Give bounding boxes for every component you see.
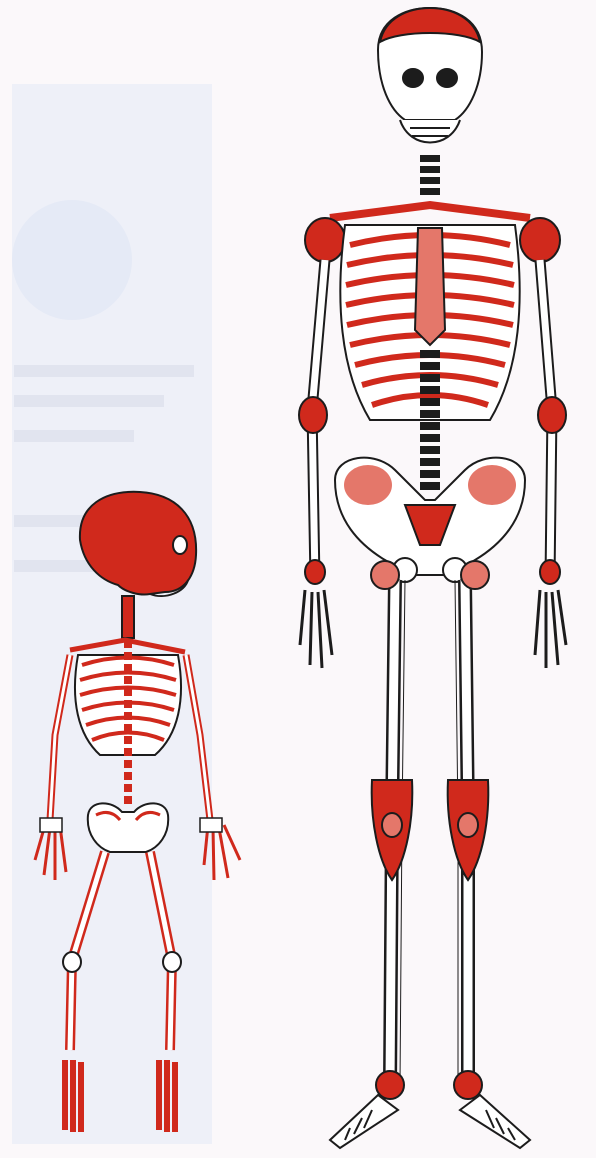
adult-sternum [415, 228, 445, 345]
adult-ankle [454, 1071, 482, 1099]
adult-hip-crest [344, 465, 392, 505]
adult-elbow [538, 397, 566, 433]
child-feet [62, 1060, 178, 1132]
adult-elbow [299, 397, 327, 433]
adult-patella [382, 813, 402, 837]
adult-shoulder [305, 218, 345, 262]
child-neck [122, 596, 134, 638]
child-eye-socket [173, 536, 187, 554]
adult-hands [300, 590, 566, 668]
child-legs [63, 852, 181, 1050]
adult-ankle [376, 1071, 404, 1099]
adult-clavicle [330, 205, 530, 218]
adult-wrist [540, 560, 560, 584]
adult-eye-socket [437, 69, 457, 87]
adult-hip-joint [461, 561, 489, 589]
adult-jaw [400, 120, 460, 143]
adult-neck [420, 155, 440, 195]
child-pelvis [88, 803, 168, 852]
adult-hip-joint [371, 561, 399, 589]
adult-patella [458, 813, 478, 837]
adult-hip-crest [468, 465, 516, 505]
adult-eye-socket [403, 69, 423, 87]
adult-wrist [305, 560, 325, 584]
adult-skeleton-icon [299, 8, 566, 1148]
child-skeleton-icon [35, 492, 240, 1132]
adult-shoulder [520, 218, 560, 262]
adult-feet [330, 1095, 530, 1148]
